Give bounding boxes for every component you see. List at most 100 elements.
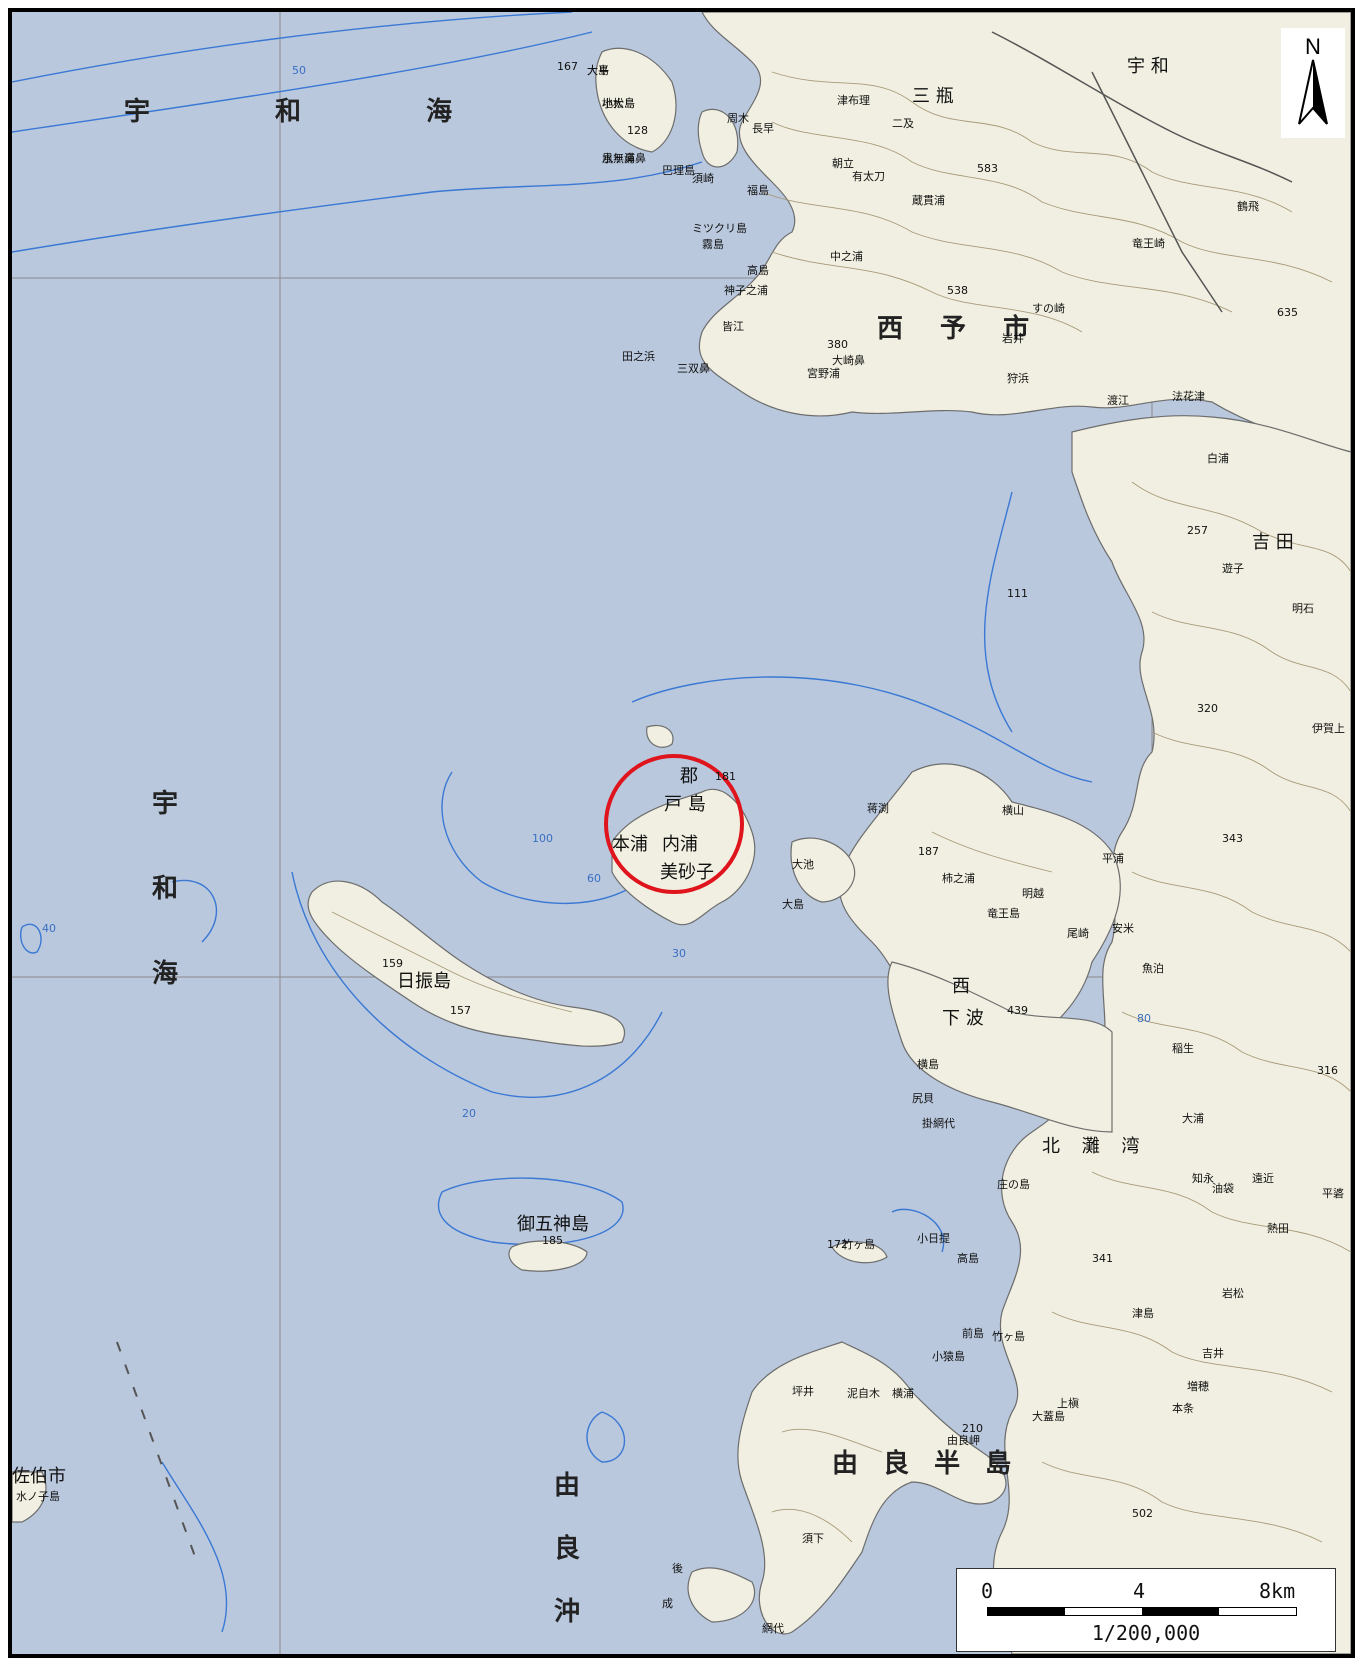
place-label: 魚泊 (1142, 962, 1164, 975)
place-label: 朝立 (832, 156, 854, 170)
place-label: 白浦 (1207, 451, 1229, 465)
spot-height: 128 (627, 124, 648, 137)
place-label: 横山 (1002, 803, 1024, 817)
spot-heights: 1671285833805386352571113201871811591571… (382, 60, 1338, 1520)
sea-label-uwa-2: 和 (152, 874, 178, 904)
peninsula-shimonami (887, 961, 1113, 1133)
scale-label-end: 8km (1259, 1579, 1296, 1603)
place-label: 増穂 (1187, 1379, 1209, 1393)
topographic-map[interactable]: 宇 和 海 宇 和 海 由 良 沖 西 予 市 日振島 戸 島 郡 内浦 本浦 … (12, 12, 1351, 1654)
place-label: 網代 (762, 1621, 784, 1635)
place-label: 遊子 (1222, 561, 1244, 575)
city-label-seiyo: 西 予 市 (877, 313, 1043, 344)
spot-height: 187 (918, 845, 939, 858)
scale-ratio: 1/200,000 (1091, 1621, 1201, 1645)
spot-height: 157 (450, 1004, 471, 1017)
island-label-oshima: 大島 (782, 897, 804, 911)
place-label: 小猿島 (932, 1349, 965, 1363)
scale-bar: 0 4 8km 1/200,000 (956, 1568, 1336, 1652)
place-label: 高島 (957, 1251, 979, 1265)
spot-height: 583 (977, 162, 998, 175)
place-label: 神子之浦 (724, 283, 768, 297)
place-label: 横島 (917, 1057, 939, 1071)
spot-height: 172 (827, 1238, 848, 1251)
spot-height: 502 (1132, 1507, 1153, 1520)
place-label: 平碆 (1322, 1186, 1344, 1200)
sea-label-uwa-3: 海 (152, 959, 178, 989)
place-label-uchiura: 内浦 (662, 834, 698, 855)
sea-label-yura-3: 沖 (554, 1597, 580, 1627)
place-label: 長早 (752, 122, 774, 135)
scale-label-mid: 4 (1133, 1579, 1146, 1603)
spot-height: 320 (1197, 702, 1218, 715)
spot-height: 316 (1317, 1064, 1338, 1077)
spot-height: 167 (557, 60, 578, 73)
place-label: 本条 (1172, 1401, 1194, 1415)
place-label: 大浦 (1182, 1111, 1204, 1125)
place-label: 狩浜 (1007, 371, 1029, 385)
place-label: 宮野浦 (807, 366, 840, 380)
place-label: 尾崎 (1067, 926, 1089, 940)
spot-height: 185 (542, 1234, 563, 1247)
place-label-kori: 郡 (680, 766, 698, 787)
spot-height: 343 (1222, 832, 1243, 845)
island-label-tobe: 戸 島 (664, 794, 706, 815)
place-label: 霧島 (702, 237, 724, 251)
place-label: 伊賀上 (1312, 722, 1345, 735)
place-label: 風無鼻 (602, 151, 635, 165)
place-label: 有太刀 (852, 169, 885, 183)
place-label: 須下 (802, 1532, 824, 1545)
place-label: 小日提 (917, 1232, 950, 1245)
place-label: 明石 (1292, 602, 1314, 615)
spot-height: 439 (1007, 1004, 1028, 1017)
place-label: 中之浦 (830, 249, 863, 263)
place-label: 平浦 (1102, 852, 1124, 865)
island-label-mizunoko: 水ノ子島 (16, 1489, 60, 1503)
place-label: 竜王崎 (1132, 236, 1165, 250)
place-label: 柿之浦 (942, 871, 975, 885)
north-promontory (697, 108, 739, 168)
yura-tip (687, 1567, 756, 1623)
place-label: 稲生 (1172, 1041, 1194, 1055)
place-label: すの崎 (1032, 301, 1065, 315)
island-label-mitsukuri: ミツクリ島 (692, 221, 747, 235)
place-label: 大池 (792, 857, 814, 871)
sea-label-uwa-north: 宇 和 海 (124, 97, 510, 127)
place-label: 福島 (747, 183, 769, 197)
spot-height: 181 (715, 770, 736, 783)
north-islands (595, 47, 677, 153)
saiki-coast (12, 1471, 47, 1523)
highlight-circle[interactable] (604, 754, 744, 894)
place-label-shimonami: 下 波 (942, 1008, 984, 1029)
place-label: 前島 (962, 1326, 984, 1340)
place-label: 大蓋島 (1032, 1409, 1065, 1423)
place-label: 周木 (727, 112, 749, 125)
place-label: 二及 (892, 117, 914, 130)
place-label: 安米 (1112, 921, 1134, 935)
place-label: 大島 (587, 63, 609, 77)
boundary-line (116, 1341, 198, 1563)
city-label-saiki: 佐伯市 (12, 1466, 66, 1487)
place-label: 岩井 (1002, 331, 1024, 345)
place-label: 上槇 (1057, 1396, 1079, 1410)
place-label: 渡江 (1107, 393, 1129, 407)
peninsula-label-yura: 由 良 半 島 (832, 1448, 1019, 1479)
place-label-honura: 本浦 (612, 834, 648, 855)
bay-label-kitanada: 北 灘 湾 (1042, 1136, 1147, 1157)
spot-height: 341 (1092, 1252, 1113, 1265)
mainland-east (992, 415, 1351, 1654)
place-label: 水ヶ浦鼻 (602, 151, 646, 165)
place-label: 熱田 (1267, 1222, 1289, 1235)
depth-contours (12, 12, 1093, 1633)
place-label: 大崎鼻 (832, 353, 865, 367)
spot-height: 210 (962, 1422, 983, 1435)
place-label: 泥自木 (847, 1387, 880, 1400)
spot-height: 635 (1277, 306, 1298, 319)
place-label: 坪井 (792, 1384, 814, 1398)
depth-label: 40 (42, 922, 56, 935)
place-label: 竹ヶ島 (992, 1329, 1025, 1343)
tobe-island (611, 788, 756, 926)
place-label-misago: 美砂子 (660, 862, 714, 883)
depth-label: 60 (587, 872, 601, 885)
depth-label: 100 (532, 832, 553, 845)
